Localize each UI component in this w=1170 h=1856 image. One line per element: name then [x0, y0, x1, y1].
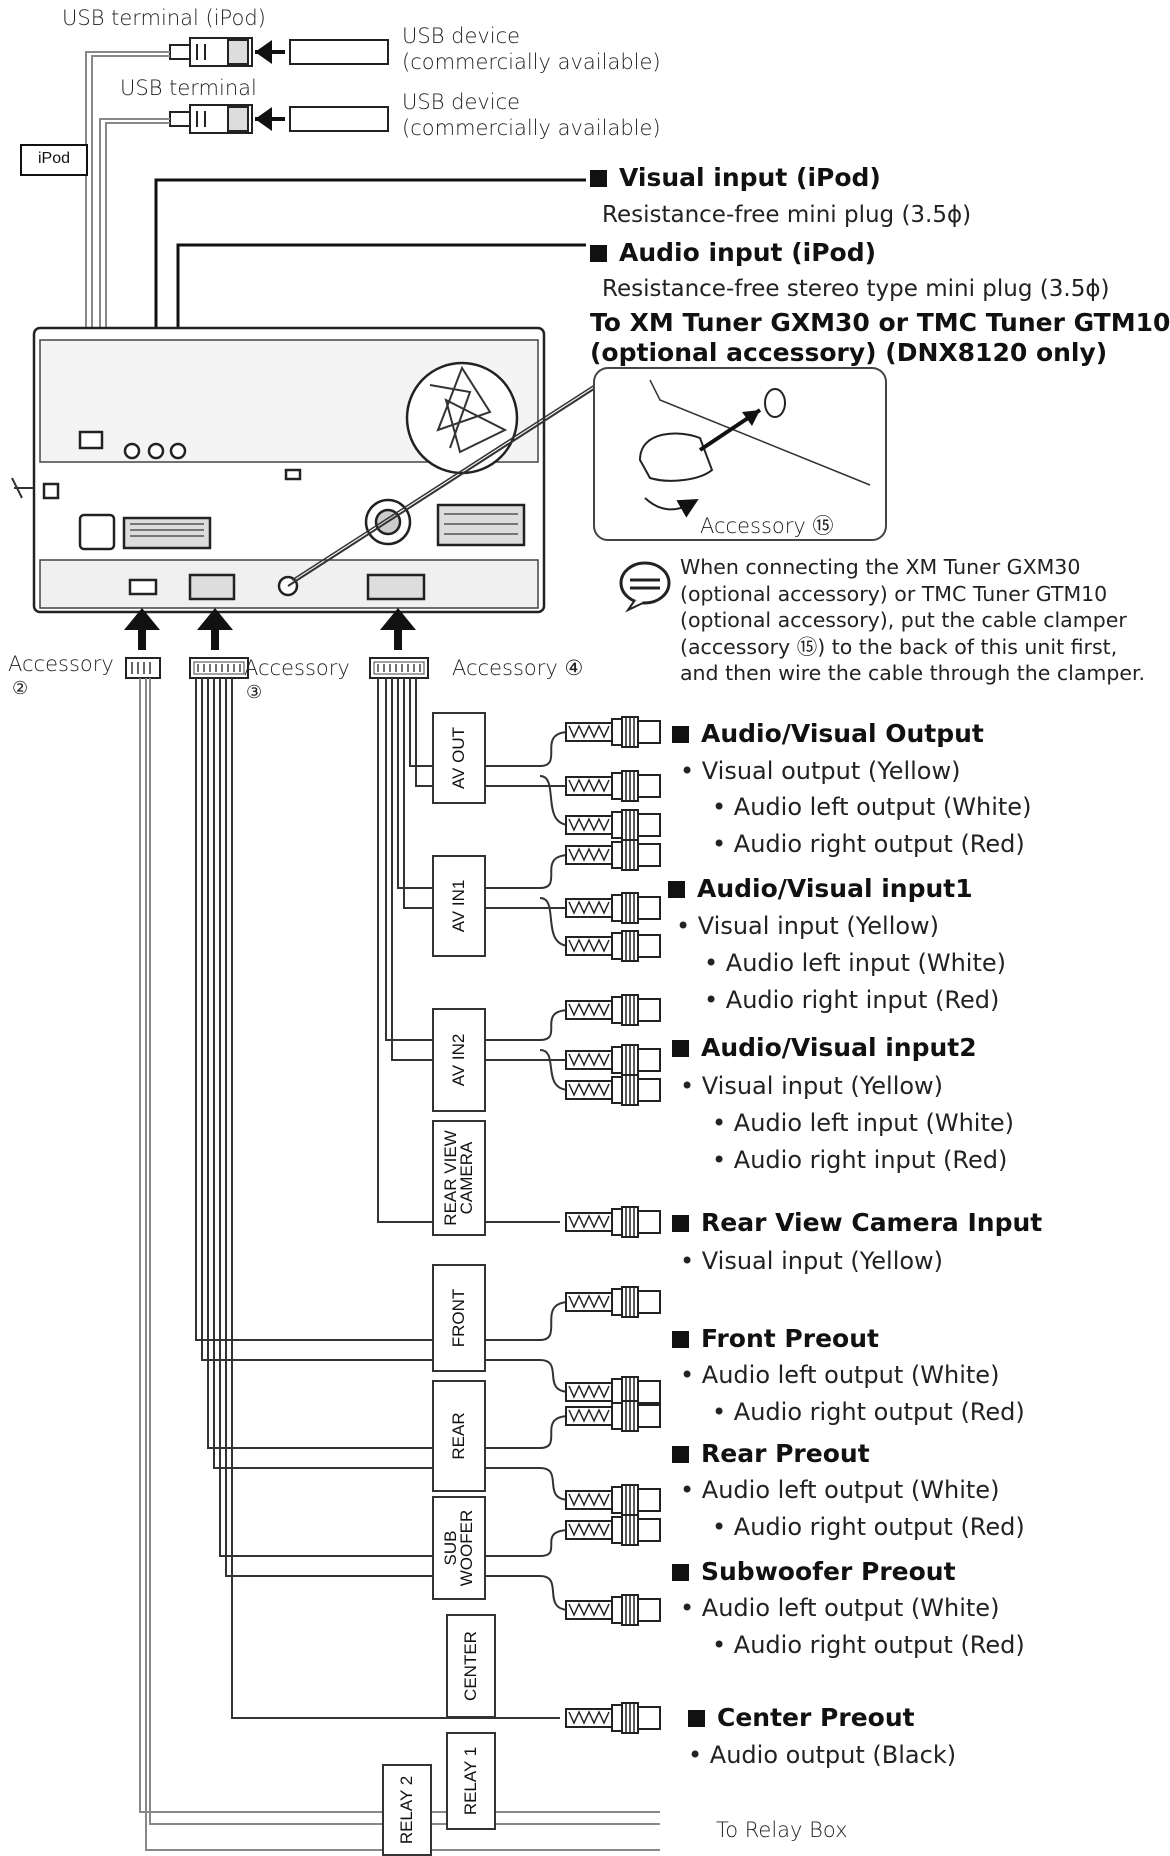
center-preout-heading-text: Center Preout: [717, 1703, 915, 1732]
front-preout-heading: Front Preout: [672, 1324, 879, 1353]
audio-input-heading-text: Audio input (iPod): [619, 238, 877, 267]
rca-plugs: [565, 716, 661, 1734]
av-input2-heading: Audio/Visual input2: [672, 1033, 977, 1062]
rear-preout-b2: • Audio right output (Red): [712, 1513, 1025, 1541]
sub-woofer-line-2: WOOFER: [457, 1509, 476, 1587]
av-input2-b1: • Visual input (Yellow): [680, 1072, 944, 1100]
av-output-b3: • Audio right output (Red): [712, 830, 1025, 858]
rear-camera-b1: • Visual input (Yellow): [680, 1247, 944, 1275]
rear-tag: REAR: [432, 1380, 486, 1492]
sub-preout-b2: • Audio right output (Red): [712, 1631, 1025, 1659]
av-in2-tag-text: AV IN2: [449, 1033, 468, 1087]
av-output-b1: • Visual output (Yellow): [680, 757, 961, 785]
visual-input-heading: Visual input (iPod): [590, 163, 881, 192]
visual-input-heading-text: Visual input (iPod): [619, 163, 881, 192]
sub-preout-heading: Subwoofer Preout: [672, 1557, 956, 1586]
usb-device-2: [255, 106, 389, 132]
front-preout-b2: • Audio right output (Red): [712, 1398, 1025, 1426]
note-icon: [619, 561, 671, 613]
usb-terminal-label: USB terminal: [120, 76, 257, 100]
center-preout-heading: Center Preout: [688, 1703, 915, 1732]
head-unit: [11, 326, 546, 614]
av-input1-heading: Audio/Visual input1: [668, 874, 973, 903]
front-tag-text: FRONT: [449, 1288, 468, 1348]
accessory-15-callout: [593, 367, 887, 541]
front-tag: FRONT: [432, 1264, 486, 1372]
av-input2-b2: • Audio left input (White): [712, 1109, 1015, 1137]
av-input1-b2: • Audio left input (White): [704, 949, 1007, 977]
usb-device-2-label: USB device: [402, 90, 521, 114]
harness-connectors: [125, 657, 429, 679]
rear-preout-heading: Rear Preout: [672, 1439, 870, 1468]
usb-plug-ipod: [169, 37, 253, 67]
av-in2-tag: AV IN2: [432, 1008, 486, 1112]
av-output-b2: • Audio left output (White): [712, 793, 1032, 821]
accessory-3-number: ③: [246, 682, 263, 703]
usb-device-1-sub: (commercially available): [402, 50, 661, 74]
usb-plug: [169, 104, 253, 134]
accessory-4-label: Accessory ④: [452, 656, 584, 680]
center-preout-b1: • Audio output (Black): [688, 1741, 957, 1769]
av-in1-tag: AV IN1: [432, 855, 486, 957]
front-preout-heading-text: Front Preout: [701, 1324, 879, 1353]
accessory-15-label: Accessory ⑮: [700, 514, 834, 538]
rear-tag-text: REAR: [449, 1412, 468, 1460]
visual-input-sub: Resistance-free mini plug (3.5ϕ): [602, 202, 972, 228]
rear-preout-b1: • Audio left output (White): [680, 1476, 1000, 1504]
center-tag-text: CENTER: [461, 1631, 480, 1701]
av-input1-heading-text: Audio/Visual input1: [697, 874, 973, 903]
accessory-2-label: Accessory: [8, 652, 114, 676]
rear-camera-heading: Rear View Camera Input: [672, 1208, 1042, 1237]
relay1-tag: RELAY 1: [446, 1732, 496, 1830]
tuner-line-2: (optional accessory) (DNX8120 only): [590, 338, 1108, 367]
harness-wires: [139, 678, 660, 1851]
relay1-tag-text: RELAY 1: [461, 1746, 480, 1816]
clamper-note: When connecting the XM Tuner GXM30 (opti…: [680, 555, 1146, 685]
sub-preout-heading-text: Subwoofer Preout: [701, 1557, 956, 1586]
av-output-heading: Audio/Visual Output: [672, 719, 984, 748]
relay-box-label: To Relay Box: [716, 1818, 848, 1842]
sub-preout-b1: • Audio left output (White): [680, 1594, 1000, 1622]
accessory-3-label: Accessory: [244, 656, 350, 680]
usb-ipod-terminal-label: USB terminal (iPod): [62, 6, 266, 30]
center-tag: CENTER: [446, 1614, 496, 1718]
av-out-tag-text: AV OUT: [449, 726, 468, 790]
usb-device-1-label: USB device: [402, 24, 521, 48]
rear-preout-heading-text: Rear Preout: [701, 1439, 870, 1468]
front-preout-b1: • Audio left output (White): [680, 1361, 1000, 1389]
relay2-tag: RELAY 2: [382, 1764, 432, 1856]
rear-camera-heading-text: Rear View Camera Input: [701, 1208, 1043, 1237]
av-out-tag: AV OUT: [432, 712, 486, 804]
accessory-2-number: ②: [12, 678, 29, 699]
av-input2-heading-text: Audio/Visual input2: [701, 1033, 977, 1062]
usb-device-1: [255, 39, 389, 65]
av-input1-b3: • Audio right input (Red): [704, 986, 1000, 1014]
rear-view-camera-line-2: CAMERA: [457, 1141, 476, 1215]
av-input1-b1: • Visual input (Yellow): [676, 912, 940, 940]
usb-device-2-sub: (commercially available): [402, 116, 661, 140]
relay2-tag-text: RELAY 2: [397, 1775, 416, 1845]
connector-arrows: [124, 608, 416, 650]
ipod-label-box: iPod: [20, 144, 88, 176]
audio-input-heading: Audio input (iPod): [590, 238, 876, 267]
audio-input-sub: Resistance-free stereo type mini plug (3…: [602, 276, 1110, 302]
av-in1-tag-text: AV IN1: [449, 879, 468, 933]
av-output-heading-text: Audio/Visual Output: [701, 719, 984, 748]
av-input2-b3: • Audio right input (Red): [712, 1146, 1008, 1174]
tuner-line-1: To XM Tuner GXM30 or TMC Tuner GTM10: [590, 308, 1170, 337]
